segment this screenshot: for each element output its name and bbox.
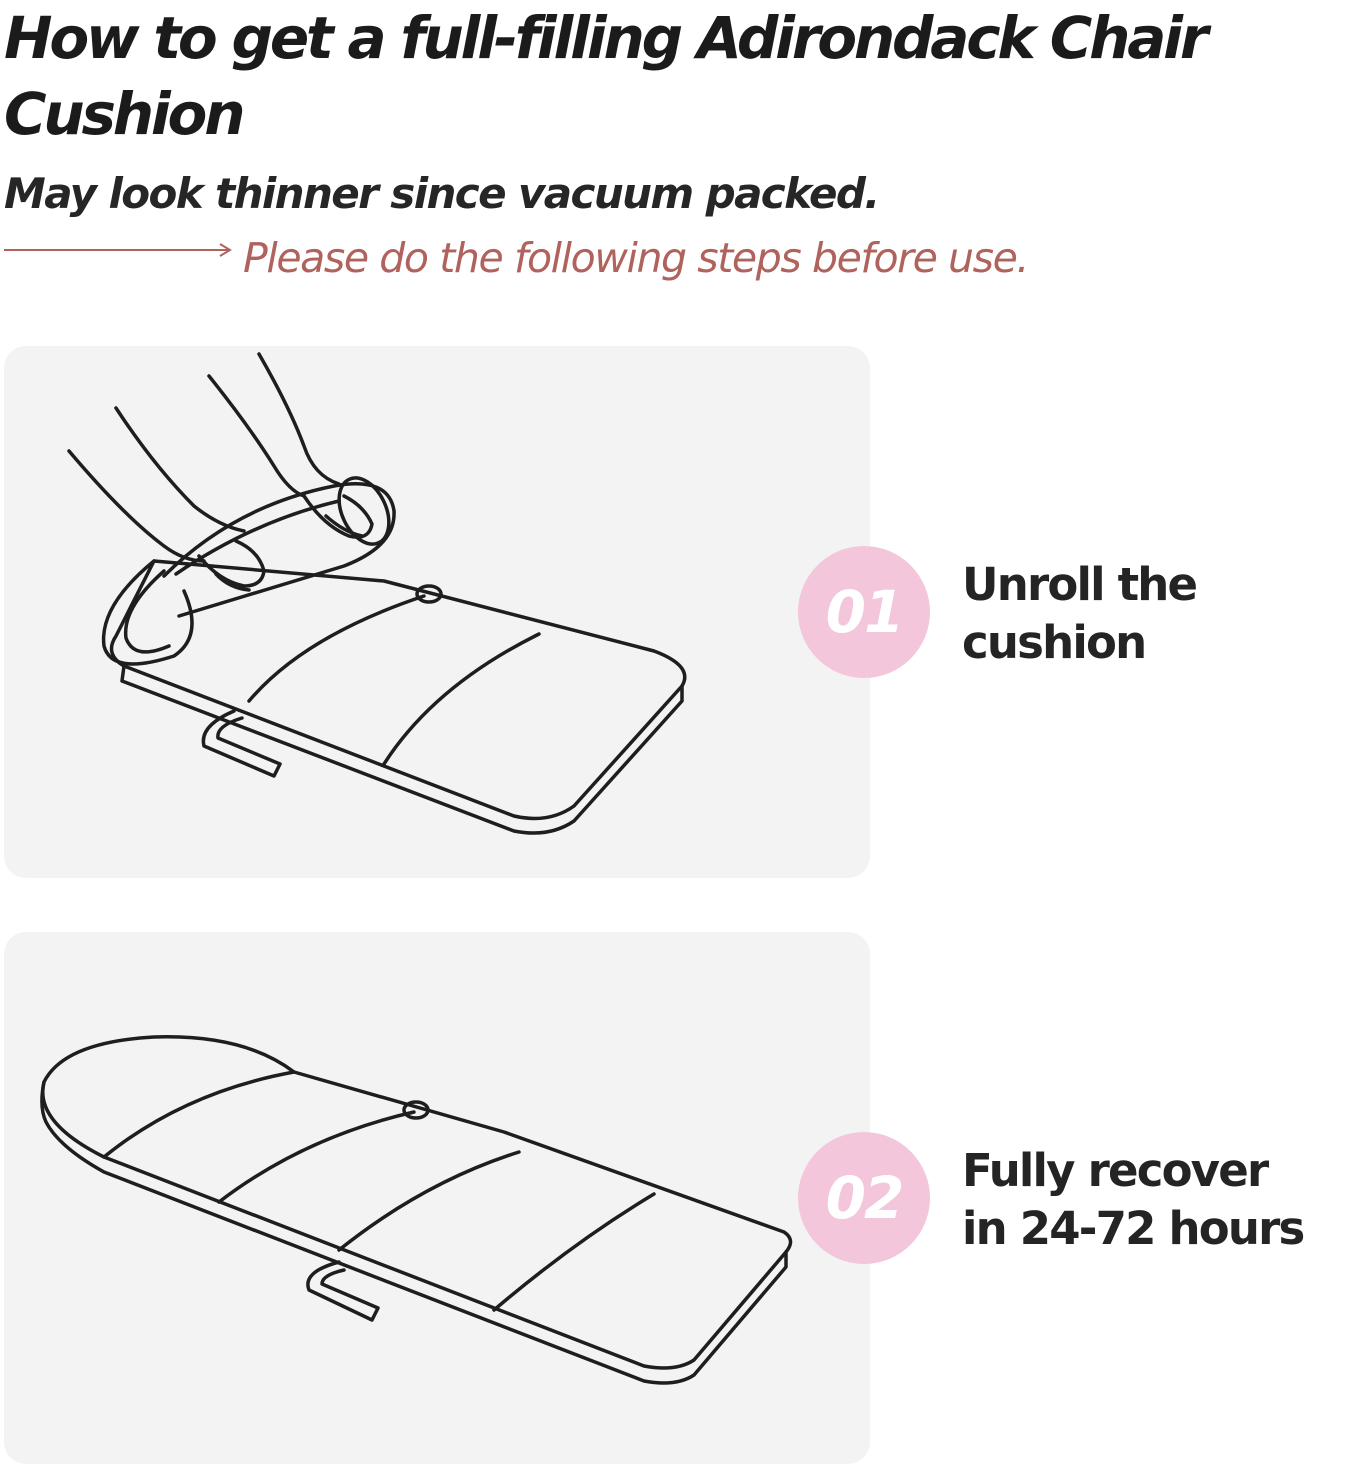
step-number-badge: 02 bbox=[798, 1132, 930, 1264]
page-subtitle: May look thinner since vacuum packed. bbox=[4, 169, 880, 218]
step-1-illustration-panel bbox=[4, 346, 870, 878]
step-2-text-line-1: Fully recover bbox=[962, 1144, 1269, 1197]
arrow-right-icon bbox=[4, 243, 232, 257]
step-number-badge: 01 bbox=[798, 546, 930, 678]
step-1-text-line-1: Unroll the bbox=[962, 558, 1198, 611]
step-2-text-line-2: in 24-72 hours bbox=[962, 1202, 1305, 1255]
page-title: How to get a full-filling Adirondack Cha… bbox=[4, 4, 1208, 148]
flat-cushion-illustration bbox=[40, 1035, 793, 1385]
step-2-text: Fully recover in 24-72 hours bbox=[962, 1142, 1305, 1258]
instruction-note: Please do the following steps before use… bbox=[243, 234, 1029, 282]
step-1-text: Unroll the cushion bbox=[962, 556, 1198, 672]
step-1: 01 Unroll the cushion bbox=[798, 546, 1338, 686]
step-2-illustration-panel bbox=[4, 932, 870, 1464]
hands-unrolling-cushion-illustration bbox=[67, 352, 687, 835]
step-1-text-line-2: cushion bbox=[962, 616, 1147, 669]
step-2: 02 Fully recover in 24-72 hours bbox=[798, 1132, 1338, 1272]
